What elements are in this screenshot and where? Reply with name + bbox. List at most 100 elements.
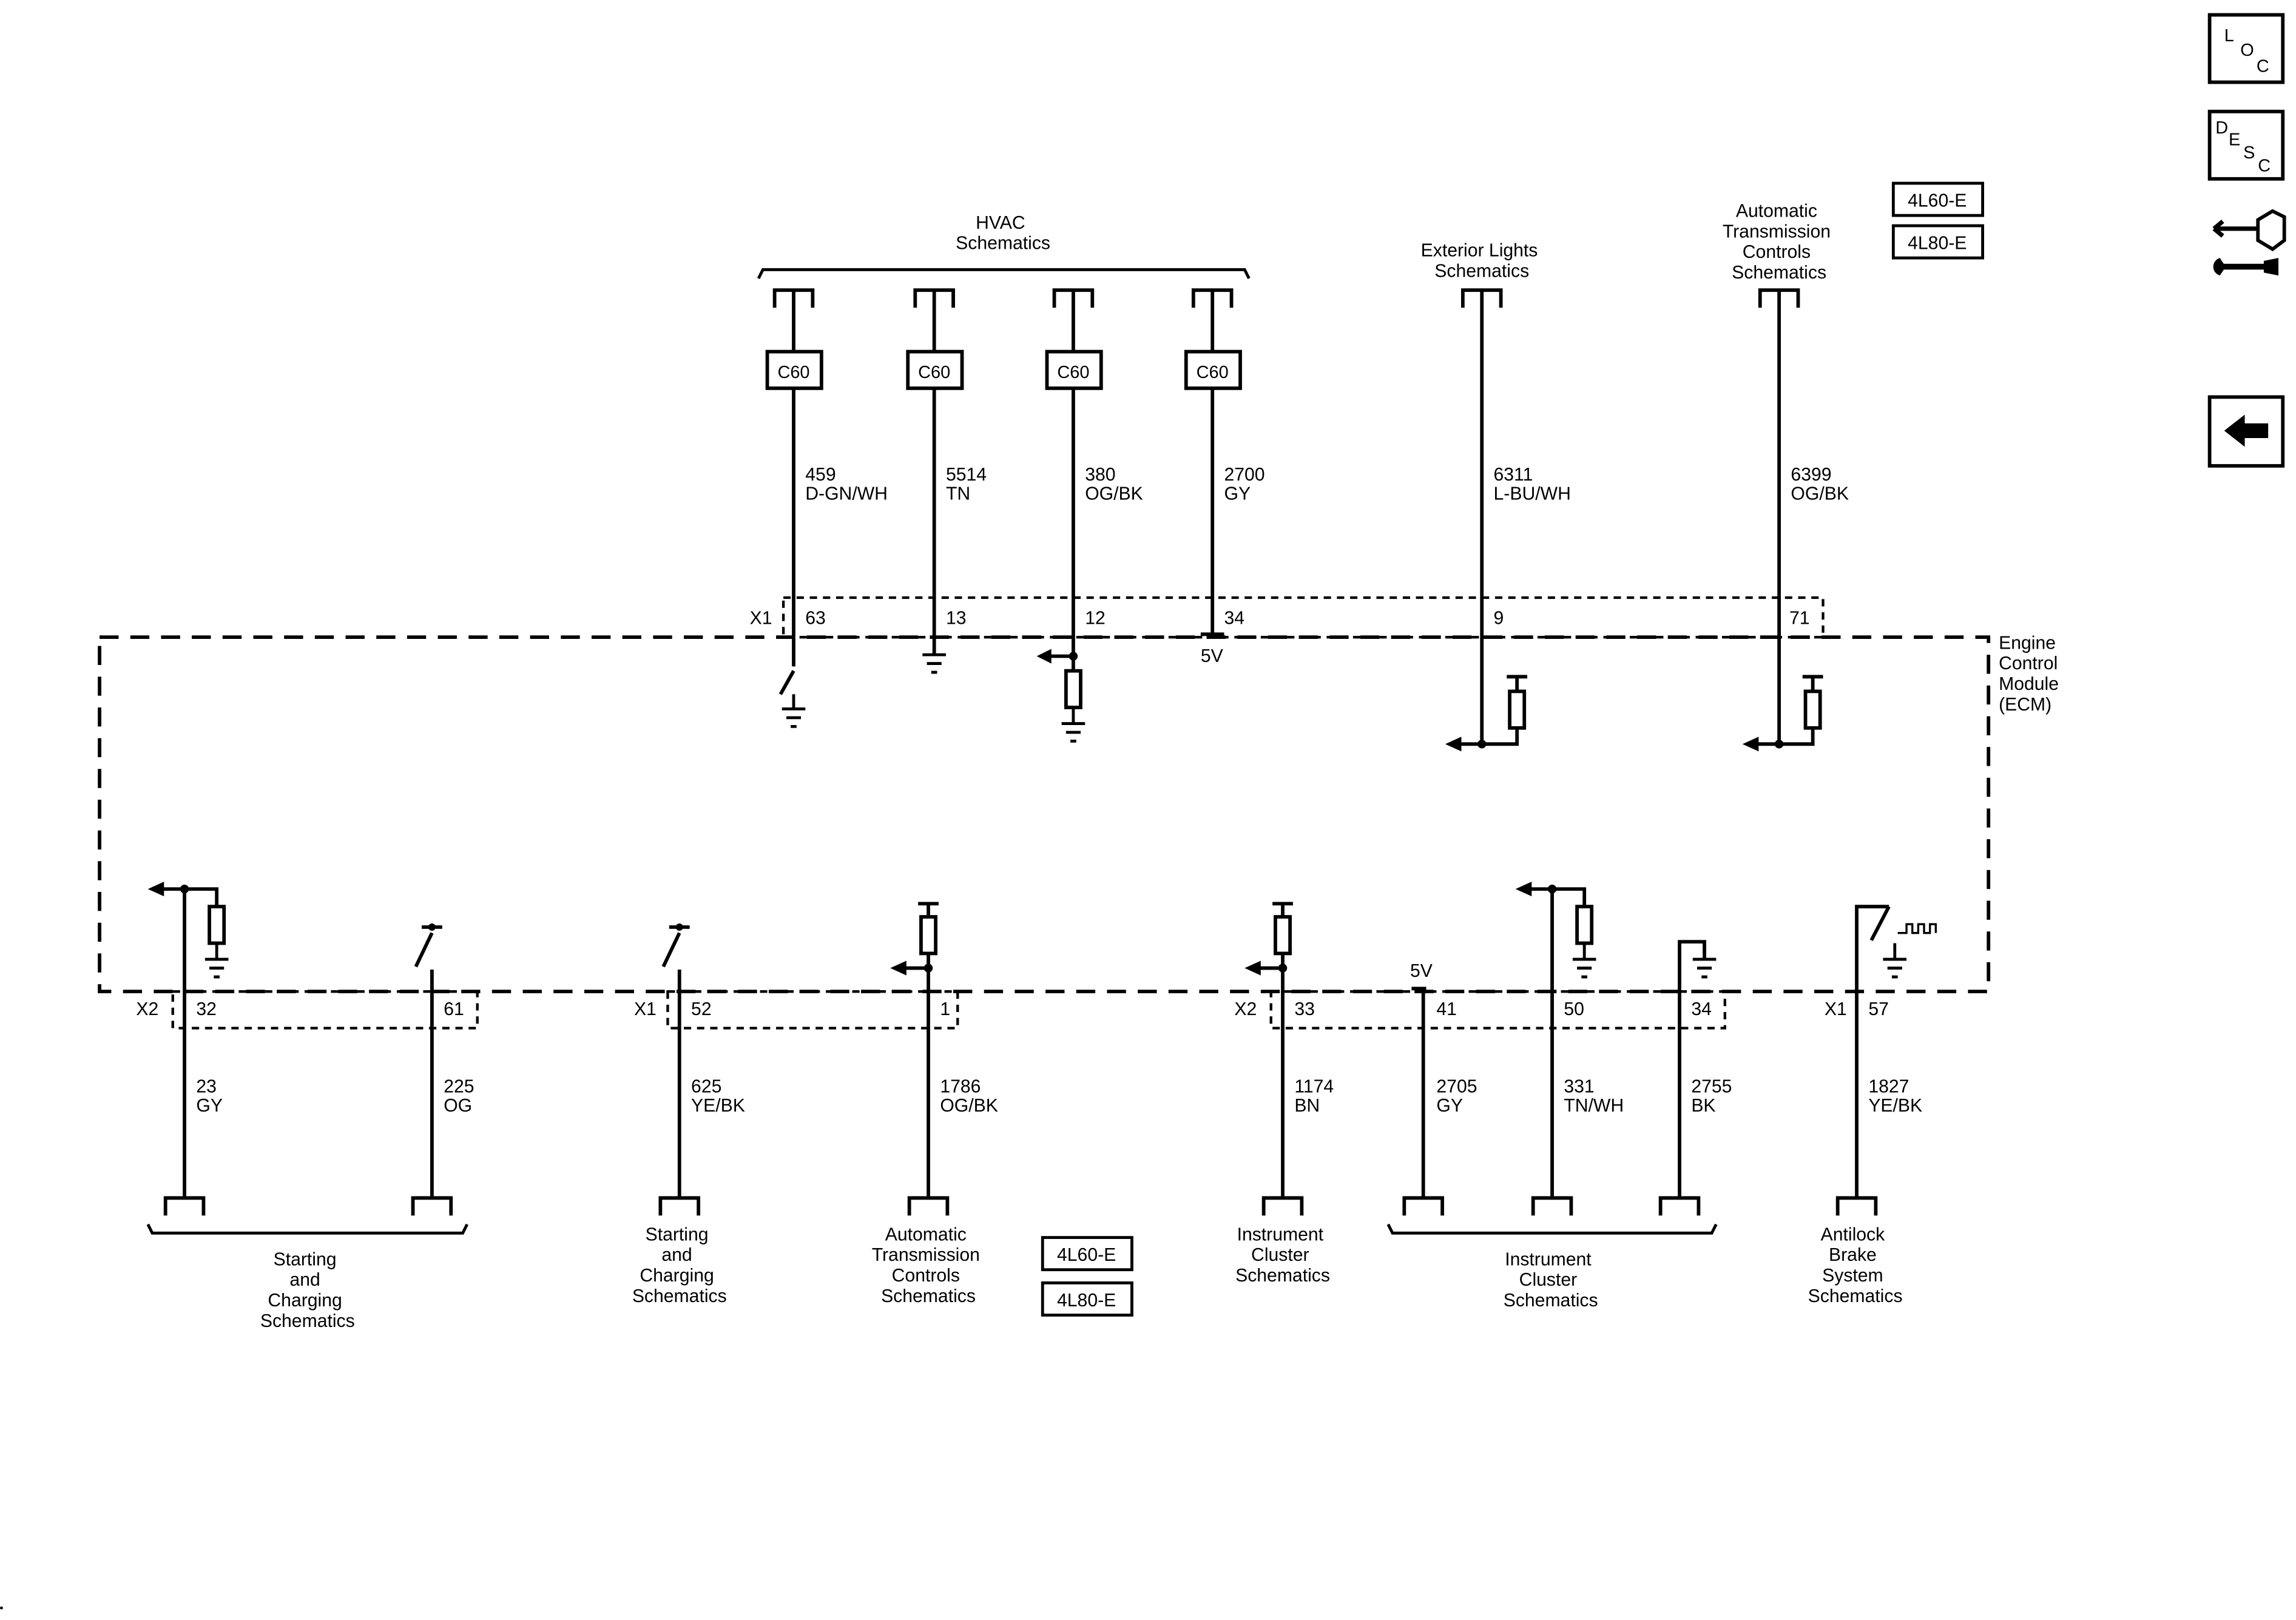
connector-terminal-icon: [1658, 1196, 1701, 1216]
left-arrow-icon: [1036, 649, 1052, 664]
left-arrow-icon: [147, 882, 164, 897]
switch-icon: [1869, 905, 1891, 942]
ground-icon: [922, 653, 946, 674]
connector-terminal-icon: [658, 1196, 701, 1216]
circuit-number: 2700: [1224, 465, 1264, 485]
exterior-lights-schematics-group: Exterior Lights Schematics: [1421, 241, 1543, 282]
atc-bottom-group-title: Automatic Transmission Controls Schemati…: [872, 1224, 985, 1306]
loc-button[interactable]: L O C: [2207, 13, 2285, 84]
connector-terminal-icon: [1261, 1196, 1304, 1216]
wire-color: GY: [196, 1096, 223, 1116]
back-button[interactable]: [2207, 395, 2285, 468]
circuit-5514: C60 5514 TN 13: [906, 288, 987, 674]
circuit-number: 2755: [1691, 1077, 1732, 1097]
splice-label: C60: [918, 363, 950, 382]
circuit-6311: 6311 L-BU/WH 9: [1445, 288, 1571, 752]
option-box-bottom-4l80e[interactable]: 4L80-E: [1041, 1281, 1133, 1317]
left-arrow-icon: [1244, 960, 1261, 976]
option-box-top-4l80e[interactable]: 4L80-E: [1891, 224, 1984, 260]
connector-terminal-icon: [1052, 288, 1095, 352]
pin-number: 12: [1085, 608, 1106, 628]
circuit-number: 6399: [1791, 465, 1831, 485]
x2-left-connector-label: X2: [136, 999, 158, 1019]
option-box-top-4l80e-label: 4L80-E: [1908, 234, 1967, 254]
connector-terminal-icon: [1758, 288, 1800, 744]
wire-color: OG/BK: [940, 1096, 998, 1116]
circuit-number: 625: [691, 1077, 721, 1097]
x1-mid-connector-housing: [666, 990, 959, 1030]
wire-color: OG/BK: [1791, 484, 1849, 504]
instrument-cluster-group-1: Instrument Cluster Schematics: [1235, 1224, 1330, 1286]
circuit-6399: 6399 OG/BK 71: [1742, 288, 1849, 752]
wire-color: BK: [1691, 1096, 1715, 1116]
pin-number: 41: [1436, 999, 1457, 1019]
option-box-bottom-4l80e-label: 4L80-E: [1057, 1291, 1116, 1311]
atc-top-group-title: Automatic Transmission Controls Schemati…: [1723, 201, 1836, 283]
wire-color: GY: [1224, 484, 1251, 504]
wire-color: OG/BK: [1085, 484, 1143, 504]
circuit-number: 5514: [946, 465, 987, 485]
x2-right-connector-housing: [1269, 990, 1726, 1030]
instrument-cluster-group-2: Instrument Cluster Schematics: [1386, 1223, 1718, 1311]
starting-charging-bracket: [146, 1223, 468, 1235]
wire-color: OG: [444, 1096, 472, 1116]
circuit-23: 32 23 GY: [147, 882, 229, 1216]
pin-number: 33: [1294, 999, 1315, 1019]
starting-charging-group-1: Starting and Charging Schematics: [146, 1223, 468, 1331]
desc-letter-d: D: [2215, 118, 2228, 138]
pin-number: 13: [946, 608, 967, 628]
wire-color: GY: [1436, 1096, 1463, 1116]
circuit-1827: 57 1827 YE/BK: [1835, 905, 1937, 1216]
ecm-label: Engine Control Module (ECM): [1999, 633, 2064, 714]
circuit-1174: 33 1174 BN: [1244, 902, 1334, 1216]
pin-number: 9: [1494, 608, 1504, 628]
corner-dot: [0, 1606, 3, 1610]
circuit-2700: C60 2700 GY 34 5V: [1184, 288, 1265, 666]
resistor-icon: [1064, 669, 1082, 709]
starting-charging-group-2: Starting and Charging Schematics: [632, 1224, 727, 1306]
wire-color: YE/BK: [1868, 1096, 1922, 1116]
x1-right-connector-label: X1: [1825, 999, 1847, 1019]
resistor-icon: [1803, 689, 1822, 730]
pin-number: 34: [1224, 608, 1244, 628]
ground-icon: [204, 943, 229, 979]
option-box-bottom-4l60e-label: 4L60-E: [1057, 1245, 1116, 1265]
instrument-cluster-group-1-title: Instrument Cluster Schematics: [1235, 1224, 1330, 1286]
connector-terminal-icon: [411, 1196, 453, 1216]
connector-terminal-icon: [907, 1196, 950, 1216]
connector-terminal-icon: [1835, 1196, 1878, 1216]
abs-group-title: Antilock Brake System Schematics: [1808, 1224, 1903, 1306]
circuit-number: 1786: [940, 1077, 981, 1097]
pullup-terminal-icon: [1272, 902, 1293, 917]
pullup-terminal-icon: [918, 902, 939, 917]
circuit-2705: 5V 41 2705 GY: [1402, 961, 1477, 1216]
hvac-group-title: HVAC Schematics: [956, 213, 1050, 254]
option-box-top-4l60e[interactable]: 4L60-E: [1891, 181, 1984, 217]
circuit-number: 6311: [1494, 465, 1533, 485]
circuit-380: C60 380 OG/BK 12: [1036, 288, 1143, 743]
wire-color: TN/WH: [1564, 1096, 1624, 1116]
splice-c60: [1184, 349, 1242, 390]
x1-mid-connector-label: X1: [634, 999, 657, 1019]
atc-top-schematics-group: Automatic Transmission Controls Schemati…: [1723, 201, 1836, 283]
circuit-number: 1174: [1294, 1077, 1334, 1097]
circuit-number: 23: [196, 1077, 217, 1097]
pulse-signal-icon: [1897, 923, 1937, 934]
connector-terminal-icon: [913, 288, 955, 352]
x2-left-connector-housing: [171, 990, 479, 1030]
left-arrow-icon: [890, 960, 907, 976]
option-box-bottom-4l60e[interactable]: 4L60-E: [1041, 1236, 1133, 1272]
option-box-top-4l60e-label: 4L60-E: [1908, 191, 1967, 211]
circuit-459: C60 459 D-GN/WH 63: [765, 288, 888, 728]
circuit-number: 331: [1564, 1077, 1594, 1097]
connector-wrench-icon[interactable]: [2212, 209, 2286, 276]
desc-button[interactable]: D E S C: [2207, 109, 2285, 181]
connector-terminal-icon: [1191, 288, 1234, 352]
instrument-cluster-bracket: [1386, 1223, 1718, 1235]
exterior-lights-group-title: Exterior Lights Schematics: [1421, 241, 1543, 282]
switch-icon: [414, 932, 434, 968]
reference-voltage-label: 5V: [1410, 961, 1433, 981]
desc-letter-s: S: [2243, 143, 2255, 163]
